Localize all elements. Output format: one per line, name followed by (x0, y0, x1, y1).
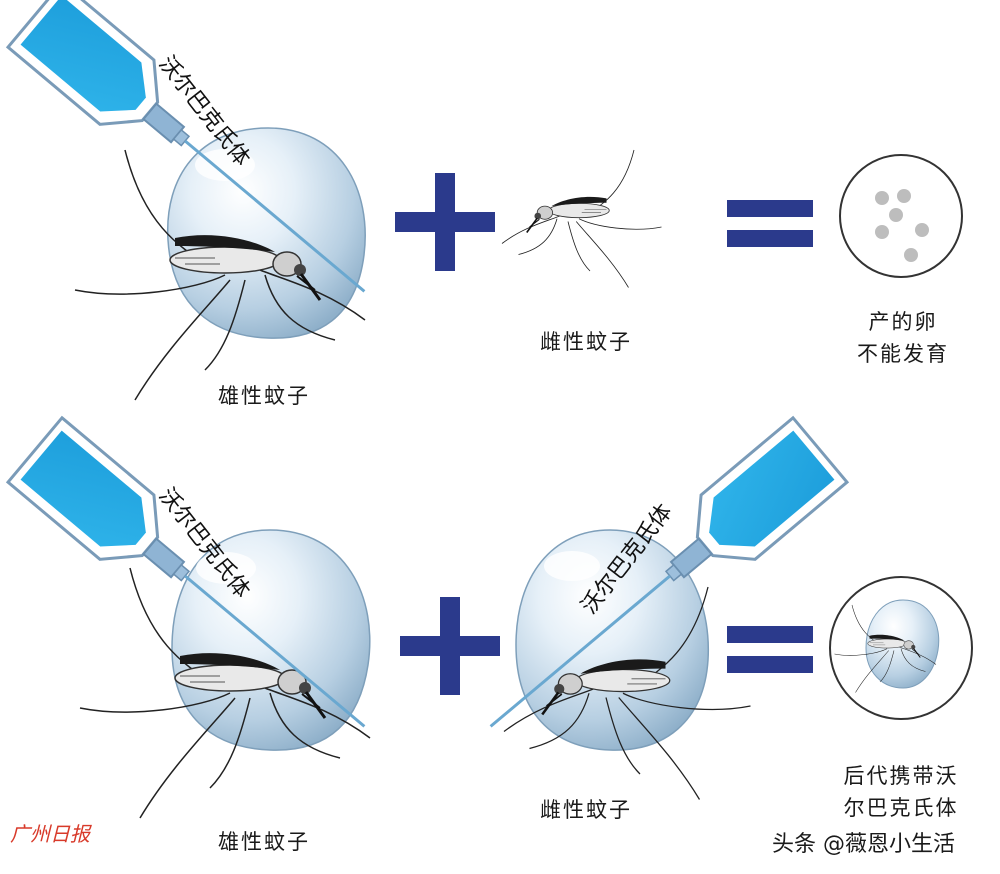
result-line1: 后代携带沃 (843, 764, 959, 788)
male-mosquito-droplet-row1 (73, 127, 367, 402)
newspaper-logo: 广州日报 (10, 822, 90, 846)
result-caption-row2: 后代携带沃 尔巴克氏体 (826, 760, 976, 824)
offspring-result-row2 (829, 576, 973, 720)
result-line1: 产的卵 (868, 310, 938, 334)
equals-icon (727, 626, 813, 673)
egg-icon (875, 189, 929, 262)
watermark: 头条 @薇恩小生活 (772, 832, 955, 857)
male-mosquito-droplet-row2 (78, 529, 372, 820)
plus-icon (395, 173, 495, 271)
male-mosquito-caption-row1: 雄性蚊子 (218, 384, 310, 408)
equals-icon (727, 200, 813, 247)
eggs-result-row1 (839, 154, 963, 278)
female-mosquito-caption-row1: 雌性蚊子 (540, 330, 632, 354)
result-line2: 尔巴克氏体 (843, 796, 959, 820)
droplet-icon (167, 127, 366, 339)
droplet-icon (171, 529, 371, 751)
female-mosquito-row1 (501, 149, 663, 289)
female-mosquito-caption-row2: 雌性蚊子 (540, 798, 632, 822)
male-mosquito-caption-row2: 雄性蚊子 (218, 830, 310, 854)
mosquito-icon (501, 149, 663, 289)
result-caption-row1: 产的卵 不能发育 (848, 306, 958, 370)
plus-icon (400, 597, 500, 695)
result-line2: 不能发育 (857, 342, 949, 366)
